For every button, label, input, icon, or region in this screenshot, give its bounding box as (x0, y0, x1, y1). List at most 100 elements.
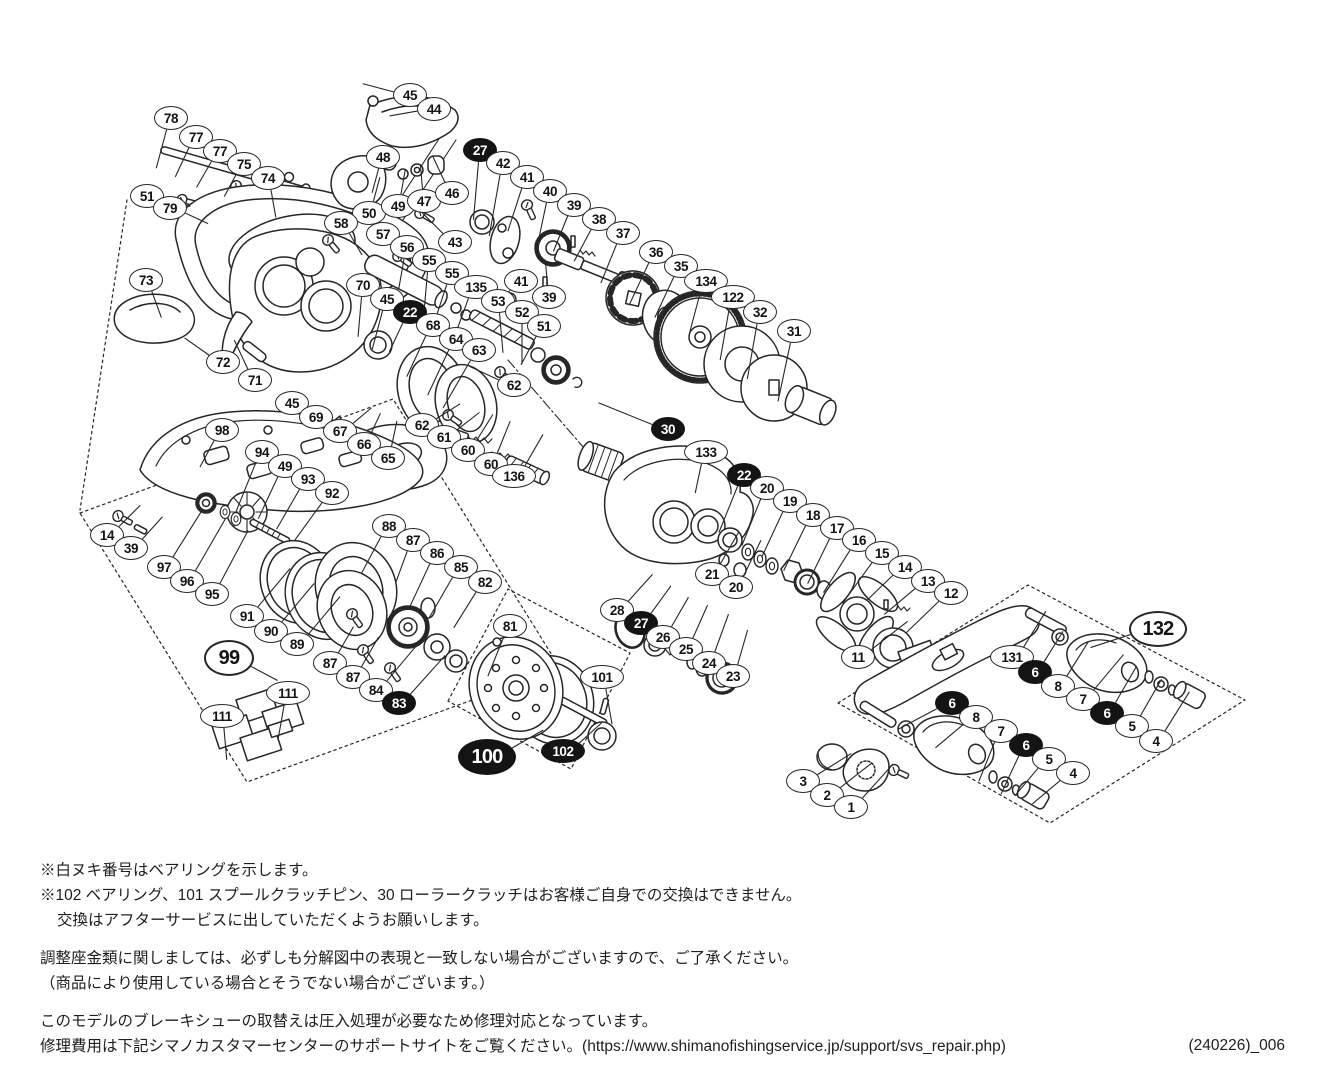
leader-line-18 (783, 525, 807, 571)
leader-line-65 (390, 420, 398, 447)
callout-65: 65 (371, 446, 405, 470)
callout-73: 73 (129, 268, 163, 292)
callout-57: 57 (366, 222, 400, 246)
leader-line-6 (1043, 631, 1064, 663)
callout-52: 52 (505, 300, 539, 324)
callout-61: 61 (427, 425, 461, 449)
leader-line-99 (250, 665, 278, 682)
footnotes: ※白ヌキ番号はベアリングを示します。 ※102 ベアリング、101 スプールクラ… (40, 858, 1006, 1059)
leader-line-48 (371, 168, 380, 193)
callout-20: 20 (719, 575, 753, 599)
leader-line-41 (507, 188, 523, 232)
leader-line-1 (861, 763, 894, 799)
callout-27: 27 (624, 611, 658, 635)
leader-line-39 (552, 215, 569, 252)
leader-line-66 (370, 412, 381, 434)
leader-line-101 (605, 688, 613, 725)
leader-line-47 (419, 164, 424, 190)
leader-line-61 (457, 411, 480, 431)
leader-line-62 (436, 403, 461, 420)
callout-94: 94 (245, 440, 279, 464)
leader-line-5 (1014, 767, 1039, 797)
leader-line-50 (372, 177, 381, 202)
leader-line-14 (118, 504, 141, 527)
callout-77: 77 (203, 139, 237, 163)
leader-line-37 (600, 243, 618, 284)
leader-line-53 (498, 312, 504, 353)
callout-111: 111 (200, 704, 244, 728)
leader-line-46 (432, 156, 446, 183)
leader-line-133 (694, 463, 702, 494)
callout-84: 84 (359, 678, 393, 702)
leader-line-97 (172, 509, 204, 558)
leader-line-44 (389, 110, 418, 117)
leader-line-136 (524, 434, 544, 466)
spool-group (468, 636, 617, 751)
leader-line-70 (357, 296, 363, 337)
leader-line-11 (871, 620, 908, 651)
callout-98: 98 (205, 418, 239, 442)
note-after-service: 交換はアフターサービスに出していただくようお願いします。 (57, 912, 489, 929)
leader-line-77 (174, 147, 190, 178)
leader-line-31 (777, 342, 792, 402)
leader-line-67 (352, 407, 372, 424)
leader-line-87 (338, 626, 354, 653)
leader-line-75 (223, 174, 237, 197)
callout-39: 39 (532, 285, 566, 309)
leader-line-26 (671, 596, 689, 627)
leader-line-90 (281, 583, 315, 623)
callout-82: 82 (468, 570, 502, 594)
leader-line-88 (360, 536, 382, 574)
leader-line-87 (395, 551, 408, 582)
callout-11: 11 (841, 645, 875, 669)
leader-line-13 (883, 588, 916, 615)
gear-train-group (412, 197, 837, 426)
leader-line-27 (650, 585, 672, 614)
callout-1: 1 (834, 795, 868, 819)
leader-line-93 (276, 489, 300, 530)
note-shim-disclaimer-2: （商品により使用している場合とそうでない場合がございます。） (40, 975, 495, 992)
callout-100: 100 (458, 739, 516, 775)
callout-89: 89 (280, 632, 314, 656)
leader-line-30 (598, 402, 653, 426)
callout-5: 5 (1032, 747, 1066, 771)
callout-6: 6 (935, 691, 969, 715)
callout-132: 132 (1129, 611, 1187, 647)
leader-line-84 (386, 645, 417, 682)
leader-line-55 (435, 284, 448, 318)
leader-line-81 (487, 636, 505, 677)
leader-line-72 (184, 337, 210, 356)
callout-28: 28 (600, 598, 634, 622)
leader-line-20 (741, 498, 762, 546)
leader-line-19 (761, 511, 784, 558)
leader-line-21 (720, 532, 739, 564)
leader-line-20 (742, 540, 762, 577)
leader-line-8 (1066, 641, 1089, 677)
leader-line-73 (151, 291, 162, 318)
leader-line-28 (627, 573, 653, 602)
leader-line-6 (897, 708, 938, 730)
leader-line-4 (1164, 691, 1190, 732)
leader-line-23 (737, 629, 749, 665)
leader-line-71 (233, 339, 249, 370)
callout-4: 4 (1056, 761, 1090, 785)
leader-line-122 (719, 308, 730, 361)
callout-133: 133 (684, 440, 728, 464)
leader-line-86 (409, 563, 431, 606)
leader-line-63 (442, 360, 471, 409)
leader-line-12 (905, 600, 940, 634)
leader-line-51 (520, 336, 537, 366)
leader-line-94 (235, 462, 257, 512)
leader-line-78 (155, 129, 168, 169)
leader-line-27 (472, 161, 480, 220)
leader-line-22 (388, 322, 404, 353)
leader-line-25 (692, 604, 709, 639)
callout-43: 43 (438, 230, 472, 254)
callout-35: 35 (664, 254, 698, 278)
callout-81: 81 (493, 614, 527, 638)
leader-line-77 (196, 161, 212, 188)
callout-23: 23 (716, 664, 750, 688)
callout-72: 72 (206, 350, 240, 374)
